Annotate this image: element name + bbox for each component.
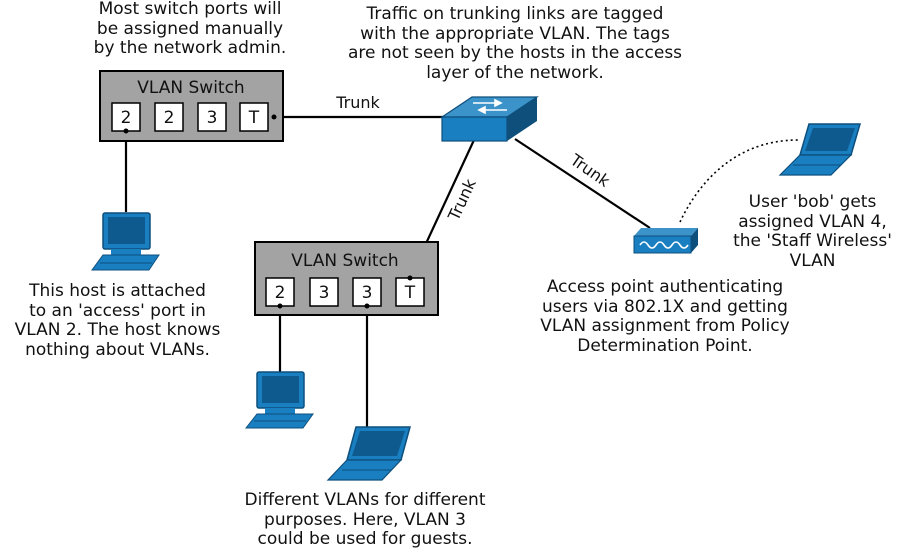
core-switch-icon[interactable] [440, 96, 539, 142]
caption-line: nothing about VLANs. [25, 339, 210, 360]
laptop-icon[interactable] [778, 123, 861, 176]
caption-line: User 'bob' gets [748, 192, 877, 212]
switch-mid-title: VLAN Switch [291, 251, 398, 271]
caption-line: This host is attached [29, 281, 206, 301]
switch-top-port-trunk[interactable]: T [239, 102, 269, 132]
caption-top-center: Traffic on trunking links are tagged wit… [305, 4, 725, 83]
caption-line: to an 'access' port in [29, 300, 206, 321]
caption-line: layer of the network. [426, 62, 604, 83]
caption-top-left: Most switch ports will be assigned manua… [60, 0, 320, 59]
port-dot [277, 303, 283, 309]
switch-mid-port-trunk[interactable]: T [395, 277, 425, 307]
caption-line: Most switch ports will [98, 0, 282, 19]
caption-access-point: Access point authenticating users via 80… [510, 277, 820, 356]
port-label: 3 [319, 283, 330, 303]
caption-line: VLAN assignment from Policy [540, 316, 790, 336]
wireless-link [679, 139, 799, 223]
caption-line: with the appropriate VLAN. The tags [360, 23, 670, 44]
caption-line: Determination Point. [577, 335, 753, 356]
laptop-icon[interactable] [326, 426, 411, 481]
caption-bottom: Different VLANs for different purposes. … [215, 490, 515, 550]
caption-line: by the network admin. [93, 38, 287, 58]
switch-mid-port-2[interactable]: 3 [309, 277, 339, 307]
wireless-access-point-icon[interactable] [633, 228, 698, 254]
caption-line: Traffic on trunking links are tagged [366, 4, 664, 24]
switch-mid-port-3[interactable]: 3 [352, 277, 382, 307]
caption-line: Different VLANs for different [244, 490, 486, 510]
port-dot [123, 128, 129, 134]
caption-line: could be used for guests. [257, 529, 473, 549]
caption-line: the 'Staff Wireless' [733, 231, 892, 251]
port-label: 2 [275, 283, 286, 303]
caption-line: be assigned manually [96, 18, 284, 39]
switch-top-port-1[interactable]: 2 [111, 102, 141, 132]
port-label: 2 [164, 108, 175, 128]
desktop-computer-icon[interactable] [244, 371, 314, 429]
port-label: 3 [207, 108, 218, 128]
trunk-port-dot [407, 275, 413, 281]
switch-top-port-3[interactable]: 3 [197, 102, 227, 132]
trunk-port-dot [271, 114, 277, 120]
port-label: 3 [362, 283, 373, 303]
caption-line: assigned VLAN 4, [738, 211, 887, 232]
caption-line: users via 802.1X and getting [542, 296, 788, 317]
caption-user-bob: User 'bob' gets assigned VLAN 4, the 'St… [715, 192, 900, 271]
port-label: 2 [121, 108, 132, 128]
port-label: T [248, 108, 260, 128]
trunk-top-label: Trunk [335, 93, 380, 112]
desktop-computer-icon[interactable] [91, 212, 160, 271]
caption-line: purposes. Here, VLAN 3 [264, 509, 466, 530]
caption-line: Access point authenticating [546, 277, 784, 297]
vlan-switch-mid[interactable]: VLAN Switch 2 3 3 T [254, 241, 439, 316]
switch-mid-port-1[interactable]: 2 [265, 277, 295, 307]
port-label: T [404, 283, 416, 303]
port-dot [364, 303, 370, 309]
switch-top-port-2[interactable]: 2 [154, 102, 184, 132]
trunk-ap-label: Trunk [566, 150, 614, 192]
caption-host-left: This host is attached to an 'access' por… [0, 281, 235, 360]
caption-line: VLAN [789, 250, 836, 271]
trunk-mid-label: Trunk [444, 175, 480, 224]
switch-top-title: VLAN Switch [137, 78, 244, 98]
vlan-switch-top[interactable]: VLAN Switch 2 2 3 T [99, 70, 284, 142]
trunk-ap-link [514, 138, 651, 229]
caption-line: VLAN 2. The host knows [14, 320, 221, 340]
caption-line: are not seen by the hosts in the access [347, 43, 683, 63]
